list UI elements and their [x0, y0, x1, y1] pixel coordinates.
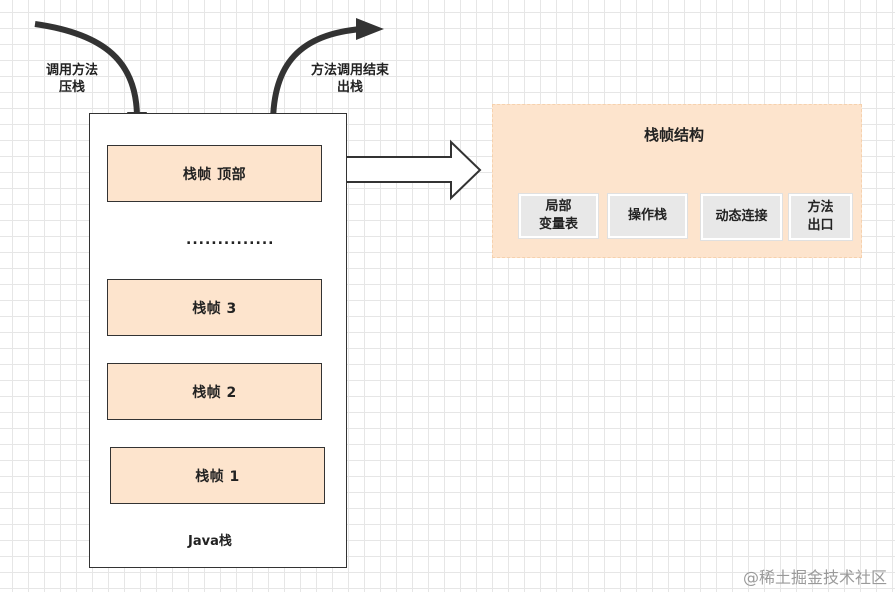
operand-stack: 操作栈: [608, 194, 687, 238]
local-variable-table: 局部 变量表: [519, 194, 598, 238]
stack-frame-3: 栈帧 3: [107, 279, 322, 336]
expand-arrow: [330, 139, 482, 201]
watermark: @稀土掘金技术社区: [742, 568, 887, 587]
stack-frame-top: 栈帧 顶部: [107, 145, 322, 202]
stack-frame-1: 栈帧 1: [110, 447, 325, 504]
call-push-label: 调用方法 压栈: [45, 63, 98, 95]
dynamic-linking: 动态连接: [701, 194, 782, 240]
ellipsis-dots: ..............: [186, 232, 275, 248]
java-stack-caption: Java栈: [188, 534, 232, 549]
end-pop-label: 方法调用结束 出栈: [310, 63, 389, 95]
pop-arrow: [270, 26, 363, 125]
frame-structure-title: 栈帧结构: [644, 126, 705, 144]
method-exit: 方法 出口: [789, 194, 852, 240]
pop-arrowhead: [356, 18, 384, 40]
push-arrow: [34, 21, 140, 119]
stack-frame-2: 栈帧 2: [107, 363, 322, 420]
